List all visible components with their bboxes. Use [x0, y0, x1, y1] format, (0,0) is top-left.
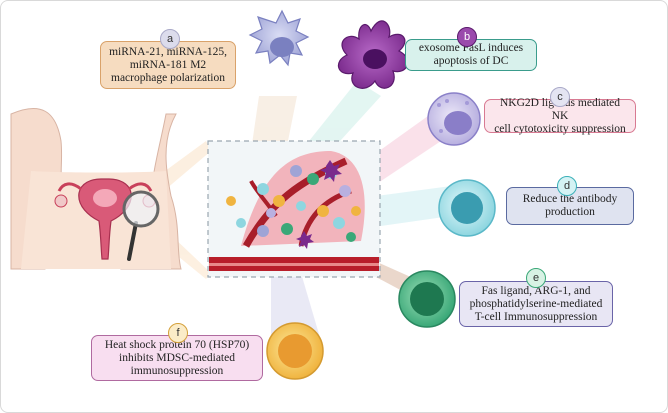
badge-a: a — [160, 29, 180, 49]
badge-f: f — [168, 323, 188, 343]
macrophage-cell — [248, 9, 310, 67]
b-cell — [438, 179, 496, 237]
label-text-d: Reduce the antibody production — [522, 193, 618, 218]
magnifier-icon — [122, 190, 160, 261]
badge-d: d — [557, 176, 577, 196]
label-text-b: exosome FasL induces apoptosis of DC — [418, 42, 524, 67]
t-cell — [398, 270, 456, 328]
nk-cell — [427, 92, 481, 146]
mdsc-cell — [266, 322, 324, 380]
label-text-f: Heat shock protein 70 (HSP70) inhibits M… — [104, 338, 250, 377]
label-text-e: Fas ligand, ARG-1, and phosphatidylserin… — [469, 284, 603, 323]
label-text-a: miRNA-21, miRNA-125, miRNA-181 M2 macrop… — [109, 45, 227, 84]
immune-cell-cluster — [226, 160, 361, 249]
uterus-illustration — [10, 107, 182, 270]
dendritic-cell — [337, 20, 409, 89]
label-box-a: miRNA-21, miRNA-125, miRNA-181 M2 macrop… — [100, 41, 236, 89]
badge-b: b — [457, 27, 477, 47]
badge-e: e — [526, 268, 546, 288]
badge-c: c — [550, 87, 570, 107]
tumor-microenvironment — [207, 140, 381, 278]
label-box-e: Fas ligand, ARG-1, and phosphatidylserin… — [459, 281, 613, 327]
